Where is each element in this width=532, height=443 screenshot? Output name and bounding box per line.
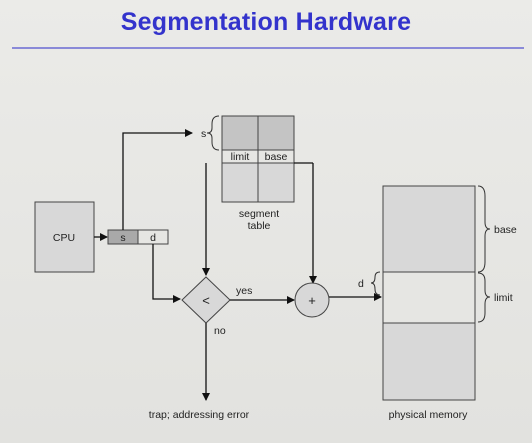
- no-label: no: [214, 325, 226, 337]
- memory-label: physical memory: [389, 409, 469, 421]
- segment-table-label-line1: segment: [239, 208, 279, 220]
- limit-header: limit: [231, 151, 250, 163]
- segment-index-label: s: [201, 128, 206, 140]
- segment-index-arrow: [122, 129, 193, 230]
- offset-label: d: [358, 278, 364, 290]
- offset-brace: [370, 271, 381, 296]
- address-d-label: d: [150, 232, 156, 244]
- base-brace: [477, 185, 491, 273]
- cpu-box: [34, 201, 95, 273]
- offset-arrow: [152, 244, 181, 303]
- segment-index-brace: [206, 115, 220, 151]
- segment-table-label-line2: table: [248, 220, 271, 232]
- memory-segment: [382, 271, 476, 324]
- cpu-label: CPU: [53, 232, 75, 244]
- limit-brace: [477, 272, 491, 323]
- memory-base-label: base: [494, 224, 517, 236]
- yes-label: yes: [236, 285, 252, 297]
- memory-limit-label: limit: [494, 292, 513, 304]
- base-header: base: [265, 151, 288, 163]
- adder-symbol: +: [308, 293, 316, 308]
- address-s-label: s: [120, 232, 125, 244]
- title-divider: [12, 47, 524, 49]
- adder-circle: [294, 282, 330, 318]
- slide-title: Segmentation Hardware: [120, 8, 412, 36]
- trap-label: trap; addressing error: [149, 409, 250, 421]
- comparator-symbol: <: [202, 293, 210, 308]
